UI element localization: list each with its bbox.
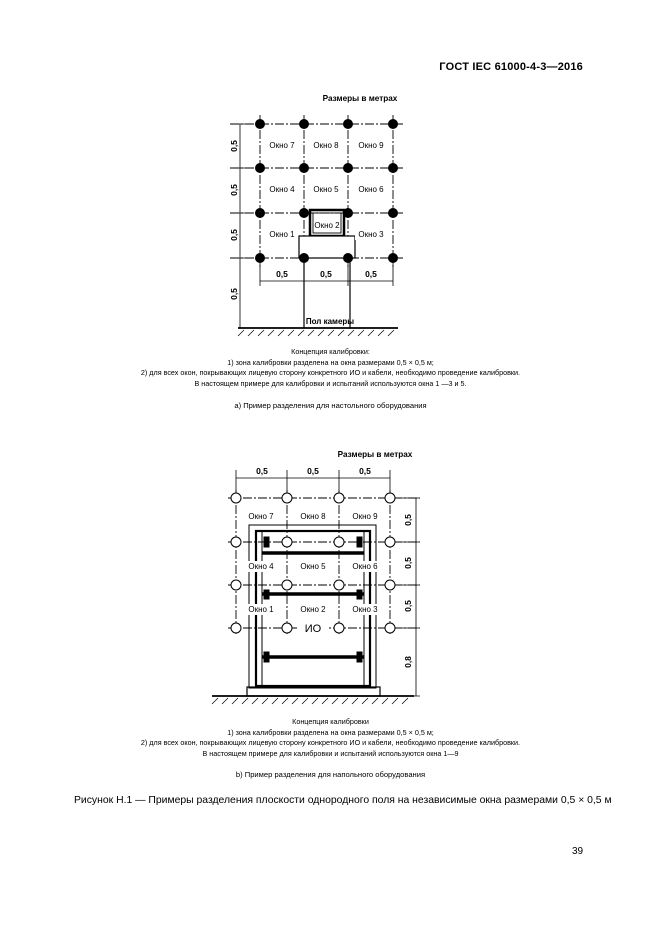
figure-b-window-6: Окно 6	[352, 562, 378, 571]
figure-a-window-6: Окно 6	[358, 185, 384, 194]
figure-b-dim-h3: 0,5	[359, 466, 371, 476]
figure-a-note-title: Концепция калибровки:	[291, 347, 370, 356]
figure-a-horizontal-dimensions	[259, 262, 394, 286]
figure-b-window-9: Окно 9	[352, 512, 378, 521]
figure-b-window-2: Окно 2	[300, 605, 326, 614]
figure-a-dim-v3: 0,5	[229, 229, 239, 241]
figure-a-window-labels: Окно 7 Окно 8 Окно 9 Окно 4 Окно 5 Окно …	[266, 140, 387, 240]
figure-b-window-8: Окно 8	[300, 512, 326, 521]
figure-a-window-7: Окно 7	[269, 141, 295, 150]
figure-b-note-1: 1) зона калибровки разделена на окна раз…	[227, 727, 434, 737]
page-number: 39	[572, 846, 584, 857]
figure-a-dim-v2: 0,5	[229, 184, 239, 196]
figure-a-window-9: Окно 9	[358, 141, 384, 150]
figure-a-eut-table	[298, 208, 356, 328]
figure-b-units-label: Размеры в метрах	[338, 450, 413, 459]
figure-a-horizontal-dim-labels: 0,5 0,5 0,5	[276, 269, 377, 279]
figure-a-notes: Концепция калибровки: 1) зона калибровки…	[0, 347, 661, 389]
figure-b-dim-v3: 0,5	[403, 600, 413, 612]
figure-b-window-labels: Окно 7 Окно 8 Окно 9 Окно 4 Окно 5 Окно …	[243, 511, 383, 615]
figure-b-window-4: Окно 4	[248, 562, 274, 571]
figure-b-dim-v2: 0,5	[403, 557, 413, 569]
figure-b-field-points	[230, 492, 396, 634]
figure-a-note-1: 1) зона калибровки разделена на окна раз…	[227, 357, 434, 367]
figure-b-eut-label: ИО	[305, 623, 322, 635]
figure-a-dim-v4: 0,5	[229, 288, 239, 300]
figure-a-window-2: Окно 2	[314, 221, 340, 230]
figure-b-vertical-dim-labels: 0,5 0,5 0,5 0,8	[403, 514, 413, 668]
figure-b-diagram: Размеры в метрах 0,5 0,5 0,5	[211, 450, 420, 705]
figure-a-dim-h1: 0,5	[276, 269, 288, 279]
figure-a-window-4: Окно 4	[269, 185, 295, 194]
figure-a-units-label: Размеры в метрах	[323, 94, 398, 103]
figure-a-window-5: Окно 5	[313, 185, 339, 194]
figure-b-vertical-dimensions	[380, 497, 420, 697]
figure-b-window-5: Окно 5	[300, 562, 326, 571]
figure-b-dim-v1: 0,5	[403, 514, 413, 526]
figure-a-dim-v1: 0,5	[229, 140, 239, 152]
figure-b-horizontal-dimensions	[235, 470, 391, 492]
figure-a-field-points	[255, 119, 398, 263]
figure-a-window-3: Окно 3	[358, 230, 384, 239]
figure-b-window-1: Окно 1	[248, 605, 274, 614]
figure-b-note-title: Концепция калибровки	[292, 717, 369, 726]
figure-a-note-3: В настоящем примере для калибровки и исп…	[194, 378, 467, 388]
figure-a-vertical-dim-labels: 0,5 0,5 0,5 0,5	[229, 140, 239, 300]
figure-a-diagram: Размеры в метрах Окно 7 Окно 8 Окно 9 Ок…	[229, 94, 403, 337]
figure-b-subcaption: b) Пример разделения для напольного обор…	[235, 770, 426, 779]
figure-b-note-3: В настоящем примере для калибровки и исп…	[202, 748, 459, 758]
figure-a-window-1: Окно 1	[269, 230, 295, 239]
figure-a-dim-h2: 0,5	[320, 269, 332, 279]
figure-b-window-7: Окно 7	[248, 512, 274, 521]
figure-b-horizontal-dim-labels: 0,5 0,5 0,5	[256, 466, 371, 476]
figure-a-dim-h3: 0,5	[365, 269, 377, 279]
figure-a-note-2: 2) для всех окон, покрывающих лицевую ст…	[140, 368, 521, 377]
figure-a-floor	[237, 327, 398, 337]
figure-caption: Рисунок Н.1 — Примеры разделения плоскос…	[74, 795, 612, 806]
figure-b-dim-v4: 0,8	[403, 656, 413, 668]
figure-b-dim-h2: 0,5	[307, 466, 319, 476]
figure-b-dim-h1: 0,5	[256, 466, 268, 476]
figure-a-floor-label: Пол камеры	[306, 317, 354, 326]
figure-a-vertical-dimensions	[236, 123, 254, 328]
document-header: ГОСТ IEC 61000-4-3—2016	[439, 61, 583, 73]
figure-b-notes: Концепция калибровки 1) зона калибровки …	[0, 717, 661, 759]
figure-b-floor	[211, 695, 414, 705]
figure-a-window-8: Окно 8	[313, 141, 339, 150]
figure-b-window-3: Окно 3	[352, 605, 378, 614]
figure-a-subcaption: а) Пример разделения для настольного обо…	[234, 401, 427, 410]
figure-b-note-2: 2) для всех окон, покрывающих лицевую ст…	[140, 738, 521, 747]
